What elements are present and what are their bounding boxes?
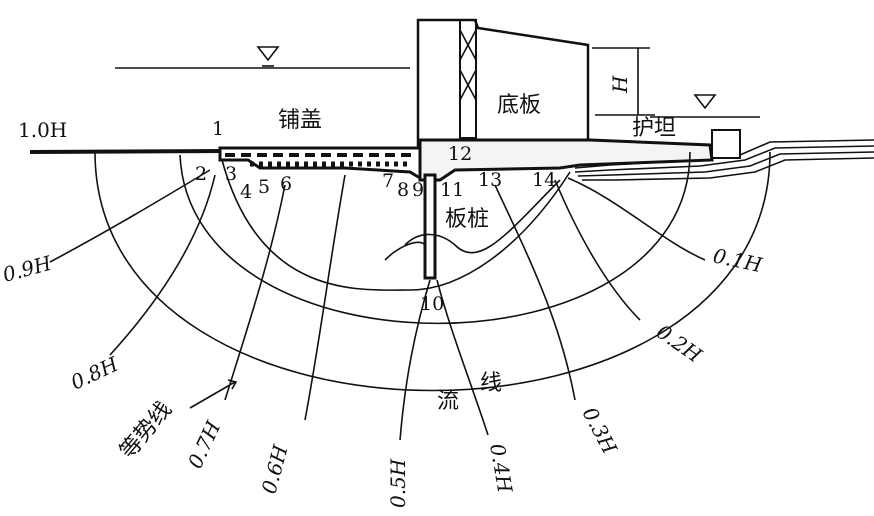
point-11: 11 <box>440 179 464 201</box>
label-0-9h: 0.9H <box>0 251 54 287</box>
flow-line-label-2: 线 <box>480 371 502 396</box>
point-1: 1 <box>212 118 224 140</box>
sheet-pile-label: 板桩 <box>445 207 489 232</box>
label-0-3h: 0.3H <box>578 403 623 458</box>
flow-line <box>94 151 771 392</box>
point-9: 9 <box>412 179 424 201</box>
equipotential-pointer-arrow <box>189 379 238 409</box>
downstream-channel <box>574 129 874 181</box>
flow-lines <box>94 151 771 392</box>
point-13: 13 <box>478 169 502 191</box>
point-4: 4 <box>240 181 252 203</box>
flow-line <box>221 159 571 291</box>
blanket <box>218 146 422 181</box>
label-0-4h: 0.4H <box>485 442 517 495</box>
label-0-7h: 0.7H <box>183 417 226 472</box>
equipotential-lines <box>49 169 706 441</box>
point-14: 14 <box>532 169 556 191</box>
label-0-5h: 0.5H <box>386 458 410 508</box>
floor-slab-label: 底板 <box>497 93 541 118</box>
point-6: 6 <box>280 173 292 195</box>
point-8: 8 <box>397 179 409 201</box>
point-7: 7 <box>382 170 394 192</box>
flow-line-label-1: 流 <box>437 389 459 414</box>
point-10: 10 <box>420 293 444 315</box>
flow-line <box>404 179 561 254</box>
head-label: H <box>608 75 632 94</box>
label-0-8h: 0.8H <box>67 352 122 395</box>
label-0-1h: 0.1H <box>711 243 765 277</box>
equipotential-value-labels: 0.9H 0.8H 0.7H 0.6H 0.5H 0.4H 0.3H 0.2H … <box>0 243 765 508</box>
blanket-label: 铺盖 <box>278 108 322 133</box>
dam-body <box>416 18 590 152</box>
apron-label: 护坦 <box>632 116 676 141</box>
label-0-2h: 0.2H <box>652 319 707 367</box>
point-3: 3 <box>225 163 237 185</box>
point-12: 12 <box>448 143 472 165</box>
label-0-6h: 0.6H <box>257 442 293 496</box>
point-2: 2 <box>195 163 207 185</box>
head-dimension: H <box>592 47 655 116</box>
sheet-pile <box>423 173 437 280</box>
downstream-water-level <box>650 94 760 118</box>
flow-line <box>384 241 426 261</box>
upstream-head-label: 1.0H <box>18 118 67 142</box>
point-5: 5 <box>258 176 270 198</box>
upstream-water-level <box>115 46 410 69</box>
equipotential-line-label: 等势线 <box>115 397 177 464</box>
point-labels: 1 2 3 4 5 6 7 8 9 10 11 12 13 14 <box>195 118 556 315</box>
flow-line <box>179 151 691 325</box>
